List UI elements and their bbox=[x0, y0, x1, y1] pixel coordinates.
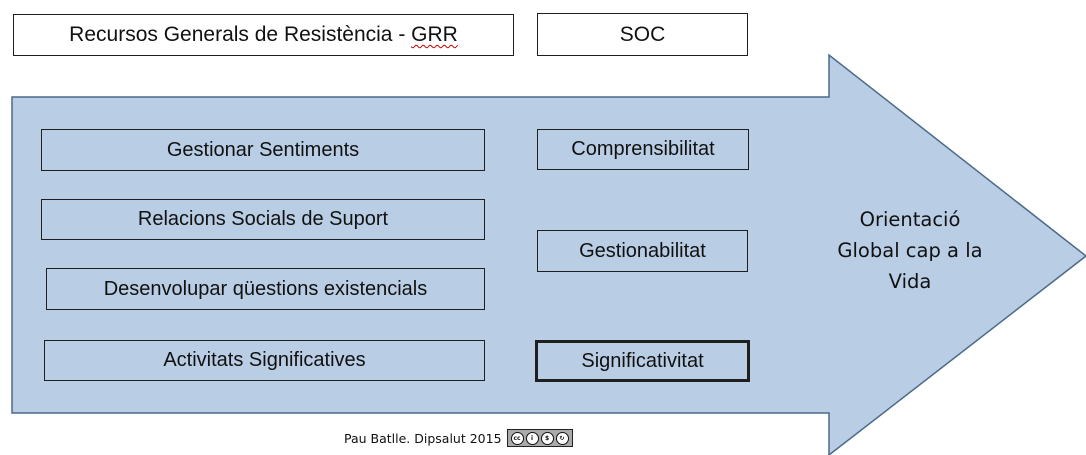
soc-component-label: Gestionabilitat bbox=[579, 239, 706, 262]
grr-header-box: Recursos Generals de Resistència - GRR bbox=[13, 14, 514, 56]
sharealike-icon: ↻ bbox=[555, 431, 569, 445]
noncommercial-icon: $ bbox=[540, 431, 554, 445]
orientation-line-3: Vida bbox=[888, 270, 932, 293]
credit-text: Pau Batlle. Dipsalut 2015 bbox=[344, 430, 502, 446]
orientation-line-1: Orientació bbox=[859, 208, 961, 231]
resource-label: Relacions Socials de Suport bbox=[137, 208, 389, 230]
resource-box-questions-existencials: Desenvolupar qüestions existencials bbox=[46, 268, 485, 310]
resource-box-relacions-socials: Relacions Socials de Suport bbox=[41, 199, 485, 240]
attribution-icon: i bbox=[525, 431, 539, 445]
soc-header-box: SOC bbox=[537, 13, 748, 56]
grr-header-acronym: GRR bbox=[411, 23, 458, 46]
orientation-line-2: Global cap a la bbox=[837, 239, 983, 262]
soc-box-significativitat: Significativitat bbox=[535, 340, 750, 382]
grr-header-prefix: Recursos Generals de Resistència - bbox=[69, 23, 412, 46]
soc-component-label: Significativitat bbox=[581, 349, 704, 372]
resource-box-activitats-significatives: Activitats Significatives bbox=[44, 340, 485, 381]
resource-label: Gestionar Sentiments bbox=[166, 138, 360, 161]
resource-box-gestionar-sentiments: Gestionar Sentiments bbox=[41, 129, 485, 171]
grr-header-text: Recursos Generals de Resistència - GRR bbox=[69, 23, 458, 47]
resource-label: Activitats Significatives bbox=[163, 349, 366, 371]
soc-box-gestionabilitat: Gestionabilitat bbox=[537, 230, 748, 272]
resource-label: Desenvolupar qüestions existencials bbox=[103, 277, 428, 300]
soc-box-comprensibilitat: Comprensibilitat bbox=[537, 129, 749, 170]
cc-icon: cc bbox=[510, 431, 524, 445]
soc-header-text: SOC bbox=[619, 22, 666, 46]
cc-license-badge-icon: cc i $ ↻ bbox=[506, 429, 573, 447]
footer-credit: Pau Batlle. Dipsalut 2015 cc i $ ↻ bbox=[344, 429, 573, 447]
soc-component-label: Comprensibilitat bbox=[571, 138, 715, 160]
orientation-text: Orientació Global cap a la Vida bbox=[822, 204, 998, 297]
